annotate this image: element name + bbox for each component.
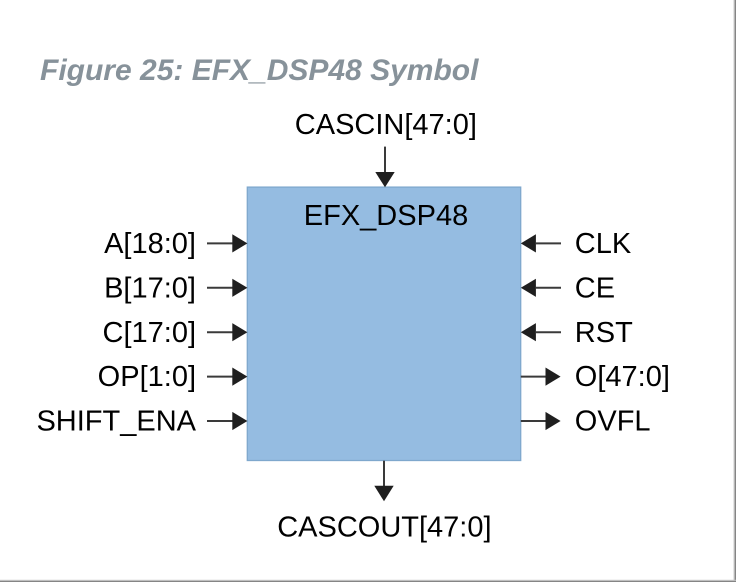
- svg-text:OP[1:0]: OP[1:0]: [98, 361, 196, 393]
- svg-text:B[17:0]: B[17:0]: [104, 272, 196, 304]
- svg-text:OVFL: OVFL: [575, 406, 651, 438]
- svg-text:A[18:0]: A[18:0]: [104, 228, 196, 260]
- svg-text:CASCIN[47:0]: CASCIN[47:0]: [295, 109, 477, 141]
- svg-text:Figure 25: EFX_DSP48 Symbol: Figure 25: EFX_DSP48 Symbol: [40, 54, 479, 87]
- svg-text:RST: RST: [575, 317, 633, 349]
- svg-text:O[47:0]: O[47:0]: [575, 361, 670, 393]
- svg-text:C[17:0]: C[17:0]: [103, 317, 197, 349]
- svg-text:CE: CE: [575, 272, 615, 304]
- svg-text:CASCOUT[47:0]: CASCOUT[47:0]: [277, 512, 491, 544]
- svg-text:CLK: CLK: [575, 228, 632, 260]
- svg-text:SHIFT_ENA: SHIFT_ENA: [36, 406, 196, 438]
- svg-text:EFX_DSP48: EFX_DSP48: [304, 200, 468, 232]
